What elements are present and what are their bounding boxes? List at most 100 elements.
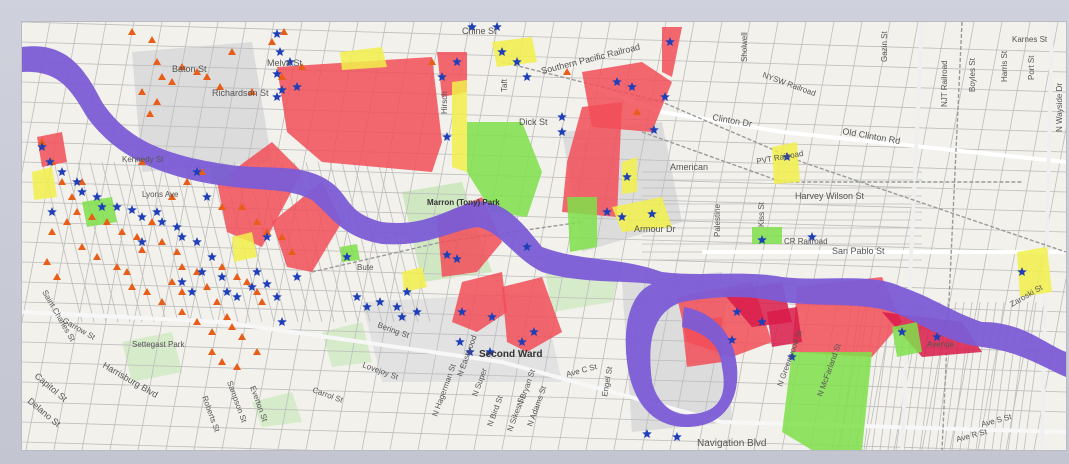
star-marker[interactable] [112,202,122,211]
star-marker[interactable] [442,132,452,141]
triangle-marker[interactable] [148,218,156,225]
star-marker[interactable] [452,254,462,263]
star-marker[interactable] [277,85,287,94]
triangle-marker[interactable] [238,203,246,210]
triangle-marker[interactable] [233,273,241,280]
star-marker[interactable] [232,292,242,301]
triangle-marker[interactable] [138,158,146,165]
map-canvas[interactable]: Baton St Melva St Richardson St Chine St… [22,22,1066,450]
star-marker[interactable] [277,317,287,326]
triangle-marker[interactable] [233,363,241,370]
star-marker[interactable] [202,192,212,201]
star-marker[interactable] [442,250,452,259]
triangle-marker[interactable] [168,193,176,200]
zone-parcel[interactable] [37,132,67,167]
star-marker[interactable] [262,232,272,241]
star-marker[interactable] [137,237,147,246]
star-marker[interactable] [192,167,202,176]
zone-parcel[interactable] [340,244,360,262]
triangle-marker[interactable] [58,178,66,185]
star-marker[interactable] [152,207,162,216]
star-marker[interactable] [627,82,637,91]
star-marker[interactable] [512,57,522,66]
triangle-marker[interactable] [428,58,436,65]
triangle-marker[interactable] [138,88,146,95]
star-marker[interactable] [177,277,187,286]
triangle-marker[interactable] [148,36,156,43]
triangle-marker[interactable] [153,58,161,65]
triangle-marker[interactable] [158,73,166,80]
triangle-marker[interactable] [88,213,96,220]
zone-parcel[interactable] [32,167,57,200]
zone-parcel[interactable] [232,232,257,262]
star-marker[interactable] [522,242,532,251]
zone-parcel[interactable] [82,197,117,227]
zone-parcel[interactable] [612,197,672,232]
star-marker[interactable] [92,192,102,201]
triangle-marker[interactable] [123,268,131,275]
triangle-marker[interactable] [128,28,136,35]
triangle-marker[interactable] [128,283,136,290]
star-marker[interactable] [672,432,682,441]
triangle-marker[interactable] [158,298,166,305]
star-marker[interactable] [622,172,632,181]
star-marker[interactable] [362,302,372,311]
star-marker[interactable] [57,167,67,176]
triangle-marker[interactable] [228,48,236,55]
star-marker[interactable] [207,252,217,261]
triangle-marker[interactable] [113,263,121,270]
star-marker[interactable] [612,77,622,86]
star-marker[interactable] [262,279,272,288]
triangle-marker[interactable] [563,68,571,75]
zone-parcel[interactable] [562,102,622,217]
star-marker[interactable] [222,287,232,296]
triangle-marker[interactable] [208,348,216,355]
triangle-marker[interactable] [93,253,101,260]
triangle-marker[interactable] [253,218,261,225]
star-marker[interactable] [485,347,495,356]
star-marker[interactable] [247,282,257,291]
star-marker[interactable] [807,232,817,241]
star-marker[interactable] [192,237,202,246]
star-marker[interactable] [522,72,532,81]
triangle-marker[interactable] [78,243,86,250]
triangle-marker[interactable] [248,88,256,95]
triangle-marker[interactable] [278,233,286,240]
star-marker[interactable] [352,292,362,301]
triangle-marker[interactable] [243,278,251,285]
star-marker[interactable] [375,297,385,306]
star-marker[interactable] [757,317,767,326]
triangle-marker[interactable] [268,38,276,45]
triangle-marker[interactable] [198,168,206,175]
map-viewport[interactable]: Baton St Melva St Richardson St Chine St… [22,22,1066,450]
star-marker[interactable] [437,72,447,81]
star-marker[interactable] [897,327,907,336]
zone-parcel[interactable] [340,47,387,70]
star-marker[interactable] [272,292,282,301]
triangle-marker[interactable] [168,78,176,85]
triangle-marker[interactable] [280,28,288,35]
star-marker[interactable] [557,112,567,121]
triangle-marker[interactable] [78,178,86,185]
triangle-marker[interactable] [193,318,201,325]
star-marker[interactable] [392,302,402,311]
star-marker[interactable] [602,207,612,216]
triangle-marker[interactable] [193,68,201,75]
star-marker[interactable] [455,337,465,346]
triangle-marker[interactable] [258,298,266,305]
star-marker[interactable] [272,29,282,38]
triangle-marker[interactable] [38,138,46,145]
triangle-marker[interactable] [218,263,226,270]
triangle-marker[interactable] [218,358,226,365]
star-marker[interactable] [285,57,295,66]
star-marker[interactable] [487,312,497,321]
star-marker[interactable] [529,327,539,336]
triangle-marker[interactable] [173,248,181,255]
star-marker[interactable] [77,187,87,196]
star-marker[interactable] [497,47,507,56]
zone-parcel[interactable] [767,307,802,347]
triangle-marker[interactable] [183,178,191,185]
star-marker[interactable] [172,222,182,231]
triangle-marker[interactable] [203,283,211,290]
star-marker[interactable] [492,22,502,31]
